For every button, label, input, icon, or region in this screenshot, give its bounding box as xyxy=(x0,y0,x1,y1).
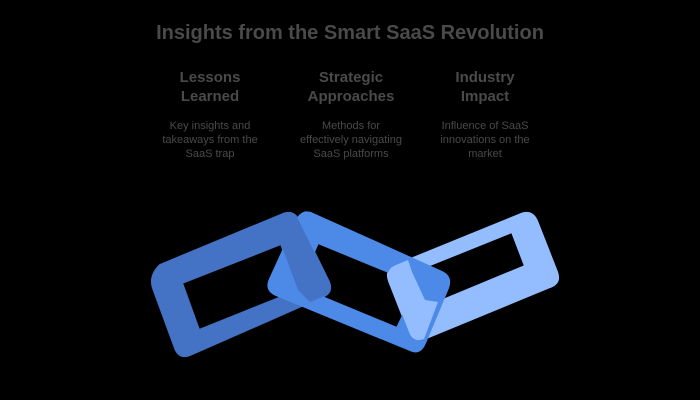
column-heading: Strategic Approaches xyxy=(286,68,416,106)
column-strategic-approaches: Strategic Approaches Methods for effecti… xyxy=(286,68,416,161)
heading-line: Strategic xyxy=(318,69,384,86)
desc-line: innovations on the xyxy=(440,134,530,146)
column-lessons-learned: Lessons Learned Key insights and takeawa… xyxy=(145,68,275,161)
column-description: Key insights and takeaways from the SaaS… xyxy=(145,119,275,161)
column-industry-impact: Industry Impact Influence of SaaS innova… xyxy=(420,68,550,161)
column-heading: Lessons Learned xyxy=(145,68,275,106)
desc-line: SaaS trap xyxy=(185,148,235,160)
diagram-title: Insights from the Smart SaaS Revolution xyxy=(156,22,544,44)
desc-line: Influence of SaaS xyxy=(441,120,529,132)
heading-line: Impact xyxy=(460,88,510,105)
heading-line: Approaches xyxy=(307,88,395,105)
heading-line: Industry xyxy=(455,69,515,86)
desc-line: effectively navigating xyxy=(300,134,402,146)
heading-line: Learned xyxy=(180,88,240,105)
column-description: Methods for effectively navigating SaaS … xyxy=(286,119,416,161)
column-description: Influence of SaaS innovations on the mar… xyxy=(420,119,550,161)
column-heading: Industry Impact xyxy=(420,68,550,106)
desc-line: SaaS platforms xyxy=(313,148,389,160)
desc-line: Methods for xyxy=(321,120,381,132)
desc-line: market xyxy=(468,148,502,160)
chain-link-overlap xyxy=(278,212,331,302)
chain-link-overlap xyxy=(387,260,438,341)
desc-line: Key insights and xyxy=(169,120,251,132)
heading-line: Lessons xyxy=(179,69,241,86)
desc-line: takeaways from the xyxy=(162,134,258,146)
